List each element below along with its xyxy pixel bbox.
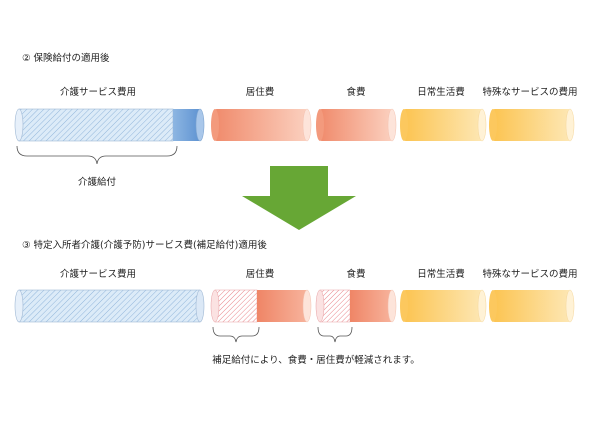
section3-cylinder-daily: [400, 289, 487, 323]
section2-cylinder-special: [489, 108, 575, 142]
section3-title: ③ 特定入所者介護(介護予防)サービス費(補足給付)適用後: [22, 240, 267, 251]
section2-label-residence: 居住費: [245, 87, 275, 98]
section3-label-care: 介護サービス費用: [59, 269, 137, 280]
section3-cylinder-special: [489, 289, 575, 323]
section2-label-special: 特殊なサービスの費用: [482, 87, 578, 98]
section2-cylinder-food: [316, 108, 397, 142]
section2-label-care: 介護サービス費用: [59, 87, 137, 98]
section3-cylinder-care: [14, 289, 205, 323]
supplementary-benefit-note: 補足給付により、食費・居住費が軽減されます。: [212, 355, 420, 366]
section2-title: ② 保険給付の適用後: [22, 53, 110, 64]
section3-label-food: 食費: [346, 269, 366, 280]
section2-cylinder-care: [14, 108, 205, 142]
section3-cylinder-residence: [210, 289, 312, 323]
section3-label-special: 特殊なサービスの費用: [482, 269, 578, 280]
brace-care-benefit: [16, 145, 178, 165]
section2-label-food: 食費: [346, 87, 366, 98]
section3-label-residence: 居住費: [245, 269, 275, 280]
brace-residence-reduction: [212, 326, 260, 343]
brace-label-care-benefit: 介護給付: [77, 177, 117, 188]
section3-cylinder-food: [315, 289, 397, 323]
green-down-arrow-icon: [242, 166, 356, 230]
section2-label-daily: 日常生活費: [417, 87, 465, 98]
brace-food-reduction: [317, 326, 353, 343]
section3-label-daily: 日常生活費: [417, 269, 465, 280]
section2-cylinder-residence: [211, 108, 312, 142]
section2-cylinder-daily: [400, 108, 487, 142]
